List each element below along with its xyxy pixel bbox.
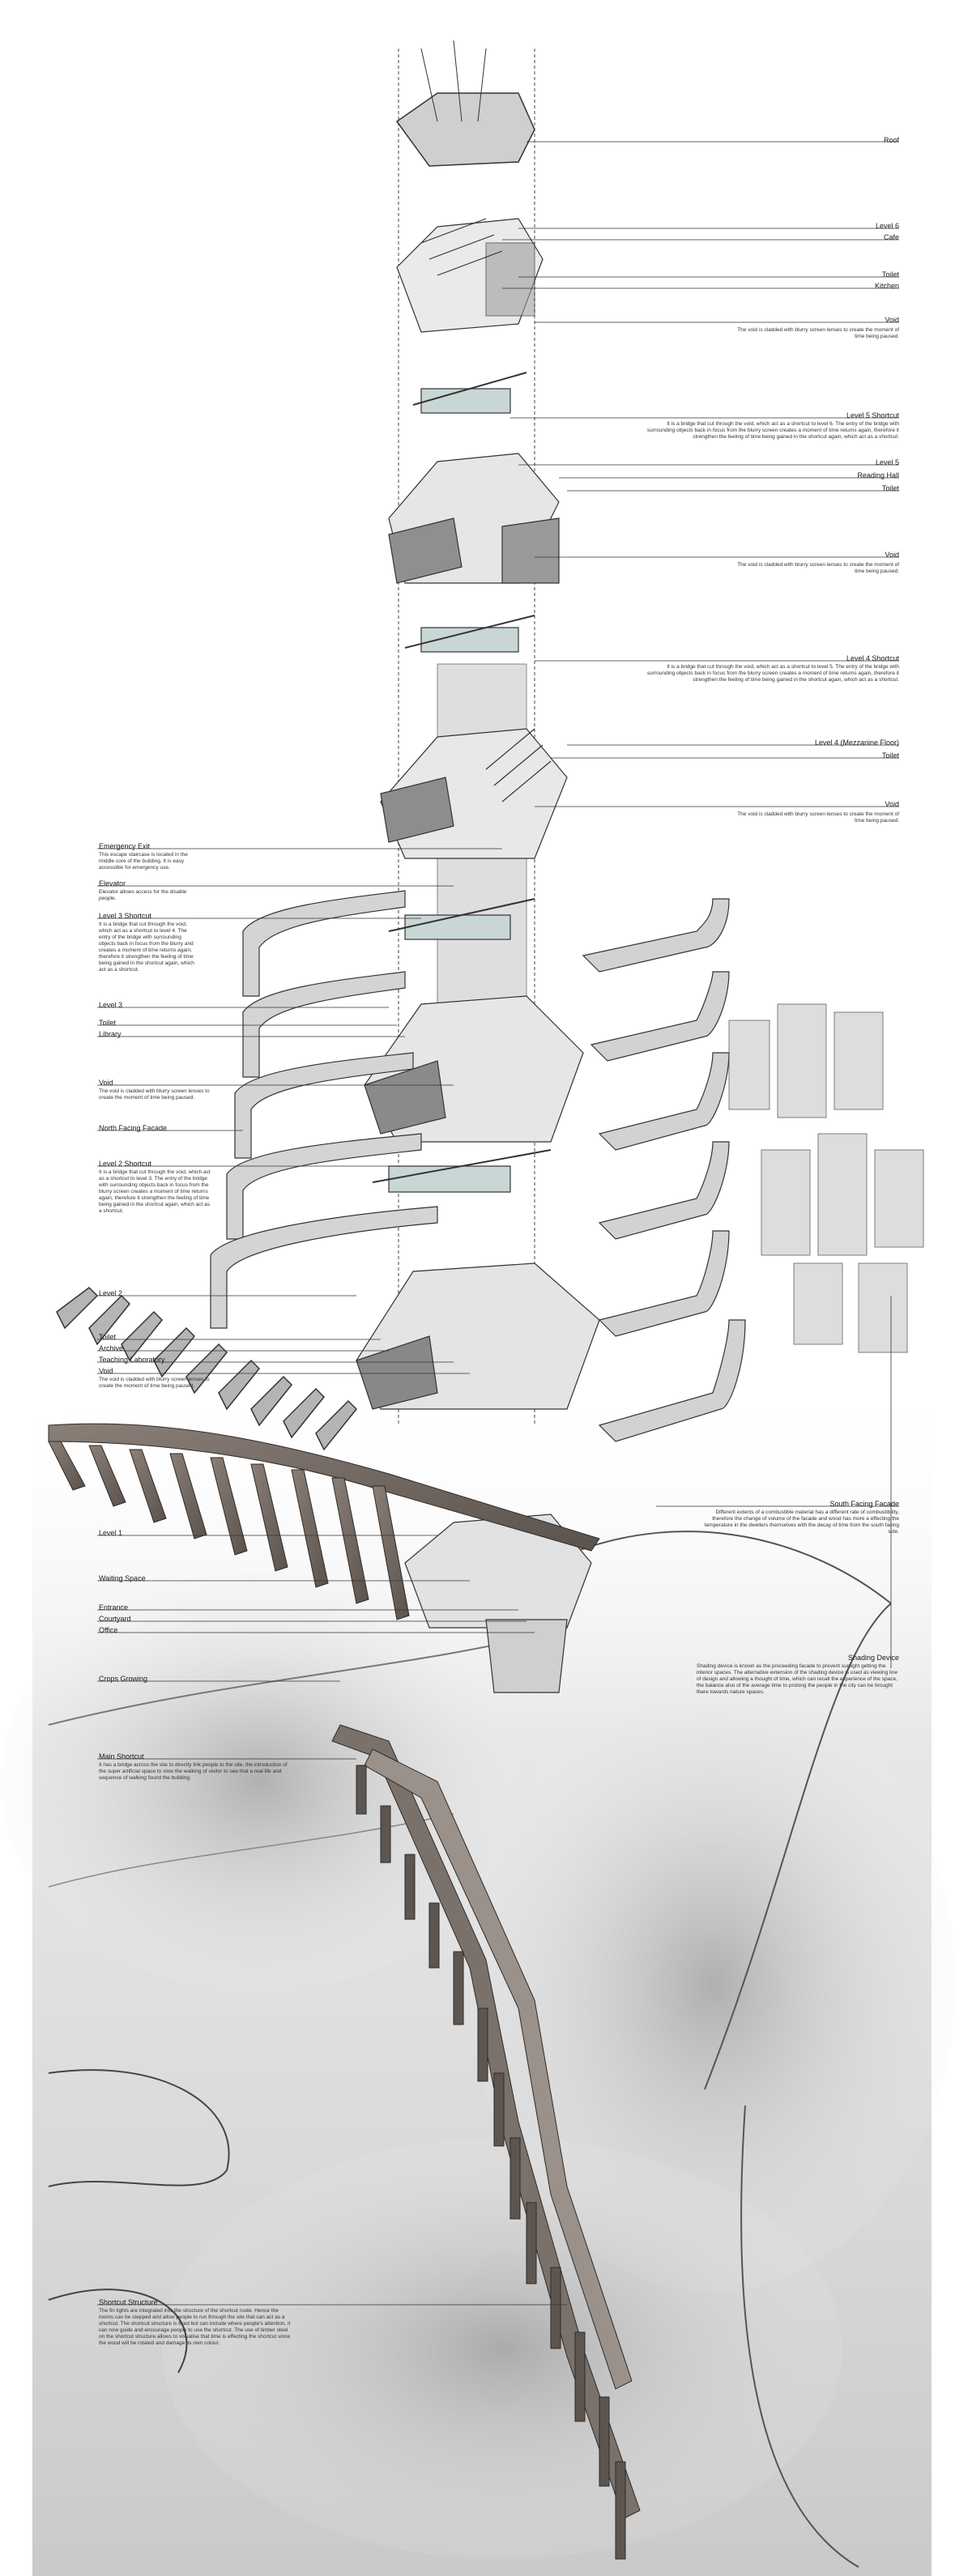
label-toilet-6: Toilet (881, 270, 899, 279)
label-toilet-3: Toilet (99, 1019, 117, 1027)
label-crops-growing: Crops Growing (99, 1675, 148, 1683)
label-level-3-shortcut: Level 3 Shortcut (99, 912, 152, 920)
level-1-floor (404, 1514, 592, 1693)
desc-main-shortcut: It has a bridge across the site to direc… (99, 1762, 288, 1781)
label-level-1: Level 1 (99, 1529, 123, 1537)
label-level-5: Level 5 (875, 458, 899, 466)
label-north-facade: North Facing Facade (99, 1124, 168, 1132)
label-toilet-4: Toilet (881, 752, 899, 760)
label-cafe: Cafe (883, 233, 899, 241)
main-shortcut-bridge (331, 1724, 641, 2560)
north-facade (210, 890, 438, 1329)
label-level-6: Level 6 (875, 222, 899, 230)
label-shortcut-structure: Shortcut Structure (99, 2298, 158, 2306)
desc-emergency-exit: This escape staircase is located in the … (99, 852, 188, 871)
label-emergency-exit: Emergency Exit (99, 842, 151, 850)
label-courtyard: Courtyard (99, 1615, 131, 1623)
desc-void-4: The void is cladded with blurry screen l… (737, 811, 899, 824)
label-elevator: Elevator (99, 879, 126, 888)
desc-level-3-shortcut: It is a bridge that cut through the void… (99, 922, 194, 973)
label-waiting-space: Waiting Space (99, 1574, 146, 1582)
label-main-shortcut: Main Shortcut (99, 1752, 144, 1761)
label-toilet-2: Toilet (99, 1333, 117, 1341)
label-entrance: Entrance (99, 1603, 129, 1612)
roof (395, 40, 535, 167)
label-office: Office (99, 1626, 118, 1634)
label-void-5: Void (885, 551, 899, 559)
label-library: Library (99, 1030, 122, 1038)
desc-void-3: The void is cladded with blurry screen l… (99, 1088, 210, 1101)
level-6-floor (396, 218, 544, 333)
desc-south-facade: Different extents of a combustible mater… (704, 1509, 899, 1535)
label-toilet-5: Toilet (881, 484, 899, 492)
leader-lines-left (97, 848, 567, 2306)
label-roof: Roof (883, 136, 899, 144)
label-south-facade: South Facing Facade (829, 1500, 899, 1508)
desc-level-4-shortcut: It is a bridge that cut through the void… (646, 664, 899, 683)
label-void-4: Void (885, 800, 899, 808)
south-facade (582, 898, 746, 1442)
level-2-fins (56, 1287, 358, 1451)
label-reading-hall: Reading Hall (857, 471, 899, 479)
desc-level-2-shortcut: It is a bridge that cut through the void… (99, 1169, 211, 1214)
desc-void-2: The void is cladded with blurry screen l… (99, 1377, 210, 1389)
level-4-floor (380, 615, 568, 859)
label-level-2-shortcut: Level 2 Shortcut (99, 1160, 152, 1168)
label-level-4: Level 4 (Mezzanine Floor) (814, 739, 899, 747)
label-void-3: Void (99, 1079, 113, 1087)
level-2-floor (356, 1149, 600, 1410)
leader-lines-right (502, 141, 899, 1668)
label-teaching-lab: Teaching Laboratory (99, 1356, 165, 1364)
label-level-3: Level 3 (99, 1001, 123, 1009)
label-void-top: Void (885, 316, 899, 324)
label-level-2: Level 2 (99, 1289, 123, 1297)
timber-wing (48, 1423, 600, 1620)
label-archive: Archive (99, 1344, 124, 1352)
shading-device (728, 1003, 924, 1353)
desc-shading-device: Shading device is known as the proceedin… (697, 1663, 898, 1695)
desc-void-5: The void is cladded with blurry screen l… (737, 562, 899, 574)
desc-elevator: Elevator allows access for the disable p… (99, 889, 187, 901)
label-shading-device: Shading Device (847, 1654, 899, 1662)
label-level-5-shortcut: Level 5 Shortcut (846, 411, 899, 419)
level-5-floor (388, 372, 560, 584)
label-level-4-shortcut: Level 4 Shortcut (846, 654, 899, 662)
desc-level-5-shortcut: It is a bridge that cut through the void… (646, 421, 899, 440)
label-void-2: Void (99, 1367, 113, 1375)
desc-void-top: The void is cladded with blurry screen l… (737, 327, 899, 339)
desc-shortcut-structure: The fin lights are integrated into the s… (99, 2308, 291, 2346)
label-kitchen: Kitchen (874, 282, 899, 290)
level-3-floor (364, 898, 584, 1143)
